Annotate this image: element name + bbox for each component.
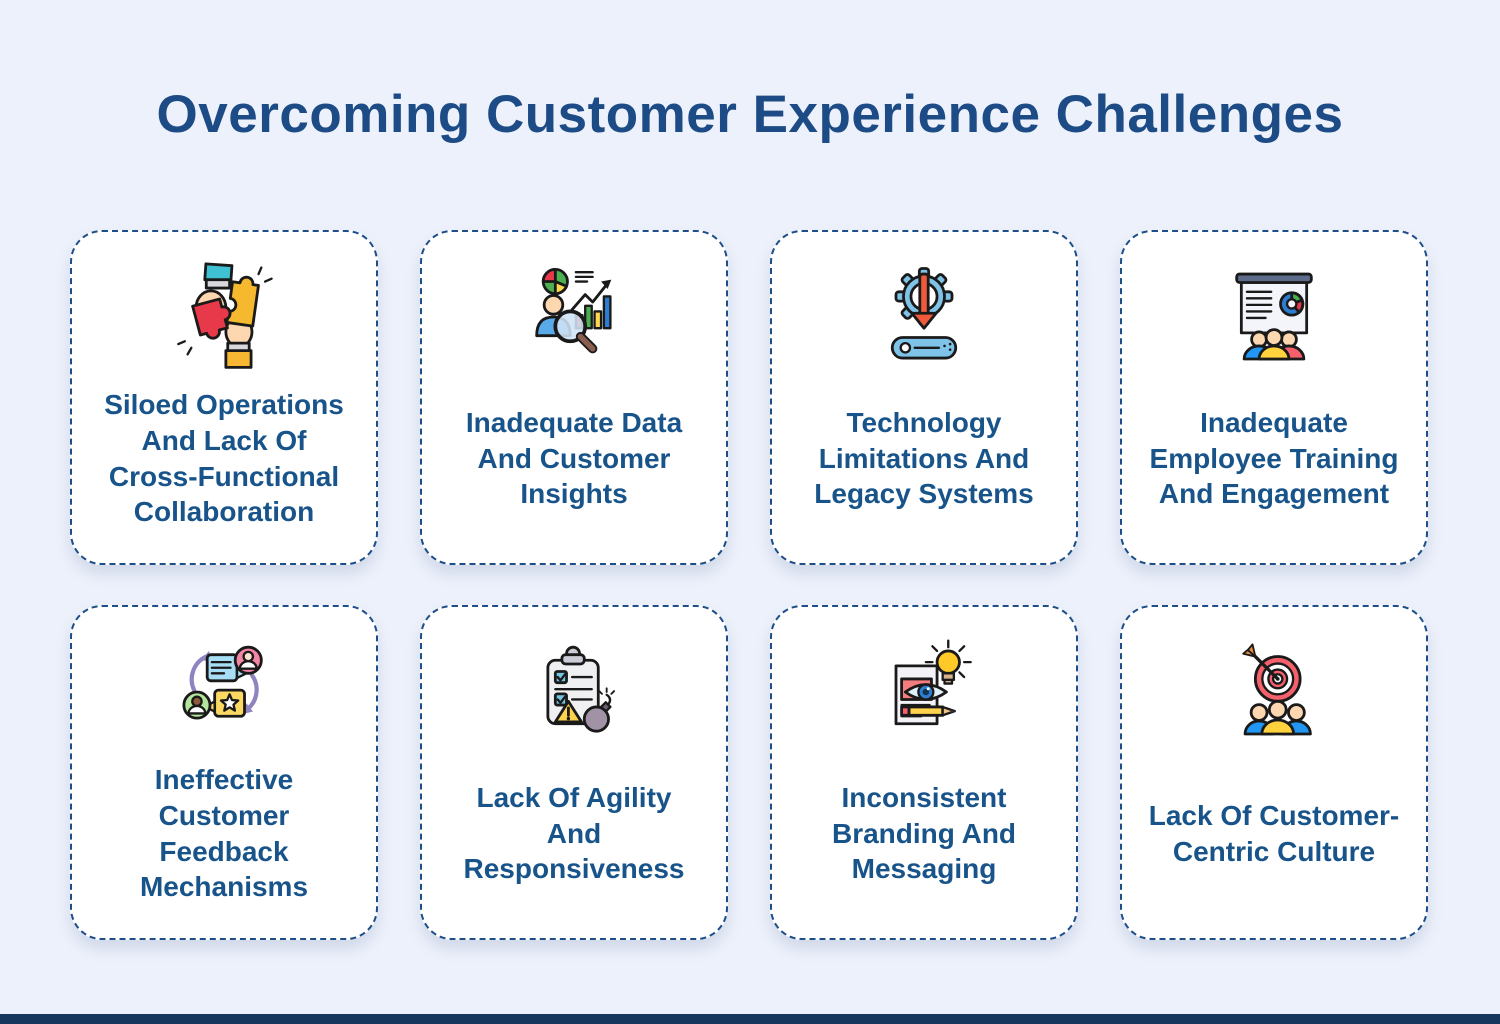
challenge-label: Lack Of Agility And Responsiveness	[463, 781, 685, 885]
card-inadequate-data: Inadequate Data And Customer Insights	[420, 230, 728, 565]
challenge-label: Lack Of Customer- Centric Culture	[1148, 799, 1400, 867]
challenge-card-grid: Siloed Operations And Lack Of Cross-Func…	[70, 230, 1430, 940]
target-customers-icon	[1218, 635, 1330, 749]
card-technology-limitations: Technology Limitations And Legacy System…	[770, 230, 1078, 565]
challenge-label: Technology Limitations And Legacy System…	[814, 406, 1034, 510]
footer-bar	[0, 1014, 1500, 1024]
challenge-label: Inadequate Data And Customer Insights	[465, 406, 683, 510]
card-siloed-operations: Siloed Operations And Lack Of Cross-Func…	[70, 230, 378, 565]
card-inadequate-training: Inadequate Employee Training And Engagem…	[1120, 230, 1428, 565]
challenge-label: Inadequate Employee Training And Engagem…	[1149, 406, 1399, 510]
card-lack-of-agility: Lack Of Agility And Responsiveness	[420, 605, 728, 940]
challenge-label: Siloed Operations And Lack Of Cross-Func…	[104, 388, 344, 528]
presentation-training-icon	[1218, 260, 1330, 374]
checklist-bomb-icon	[518, 635, 630, 749]
data-insights-icon	[518, 260, 630, 374]
gear-download-server-icon	[868, 260, 980, 374]
challenge-label: Ineffective Customer Feedback Mechanisms	[139, 763, 309, 903]
card-inconsistent-branding: Inconsistent Branding And Messaging	[770, 605, 1078, 940]
card-customer-centric-culture: Lack Of Customer- Centric Culture	[1120, 605, 1428, 940]
feedback-exchange-icon	[168, 635, 280, 749]
card-ineffective-feedback: Ineffective Customer Feedback Mechanisms	[70, 605, 378, 940]
branding-message-icon	[868, 635, 980, 749]
page-title: Overcoming Customer Experience Challenge…	[156, 85, 1344, 144]
puzzle-collaboration-icon	[168, 260, 280, 374]
challenge-label: Inconsistent Branding And Messaging	[831, 781, 1017, 885]
